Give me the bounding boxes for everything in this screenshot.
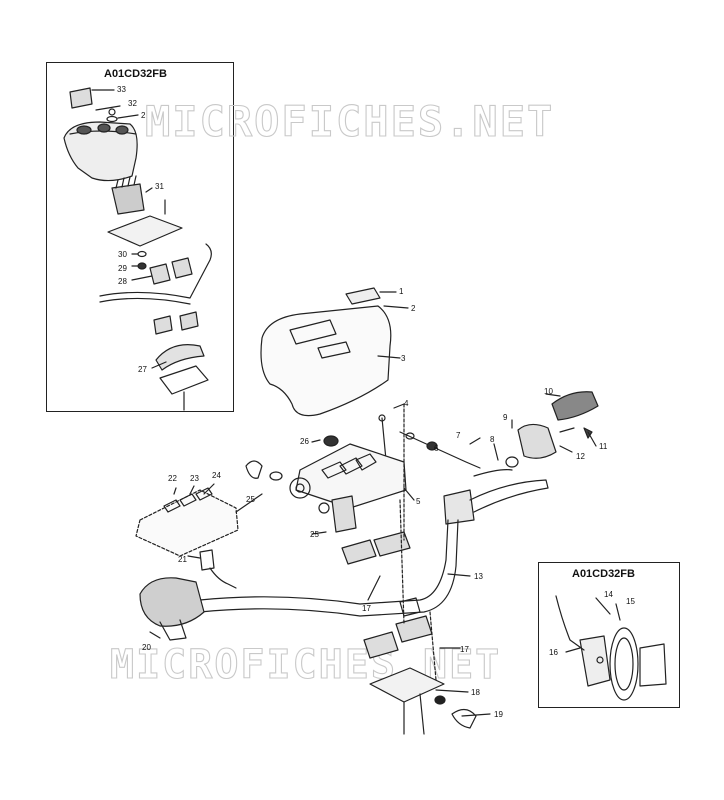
callout-15: 15: [626, 597, 635, 606]
callout-17-lower: 17: [460, 645, 469, 654]
callout-27: 27: [138, 365, 147, 374]
inset-title-right: A01CD32FB: [572, 568, 635, 580]
callout-20: 20: [142, 643, 151, 652]
callout-24: 24: [212, 471, 221, 480]
callout-31: 31: [155, 182, 164, 191]
inset-right-parts: [555, 595, 667, 701]
inset-panel-right: [538, 562, 680, 708]
callout-9: 9: [503, 413, 508, 422]
callout-21: 21: [178, 555, 187, 564]
callout-25-lower: 25: [310, 530, 319, 539]
callout-33: 33: [117, 85, 126, 94]
callout-13: 13: [474, 572, 483, 581]
callout-25-upper: 25: [246, 495, 255, 504]
callout-22: 22: [168, 474, 177, 483]
callout-26: 26: [300, 437, 309, 446]
callout-23: 23: [190, 474, 199, 483]
callout-2-inset: 2: [141, 111, 146, 120]
callout-19: 19: [494, 710, 503, 719]
callout-12: 12: [576, 452, 585, 461]
callout-7: 7: [456, 431, 461, 440]
callout-6: 6: [434, 444, 439, 453]
callout-18: 18: [471, 688, 480, 697]
callout-28: 28: [118, 277, 127, 286]
callout-14: 14: [604, 590, 613, 599]
callout-8: 8: [490, 435, 495, 444]
callout-3: 3: [401, 354, 406, 363]
callout-16: 16: [549, 648, 558, 657]
callout-17-upper: 17: [362, 604, 371, 613]
watermark-bottom: MICROFICHES.NET: [110, 642, 501, 688]
callout-1: 1: [399, 287, 404, 296]
callout-5: 5: [416, 497, 421, 506]
inset-title-left: A01CD32FB: [104, 68, 167, 80]
callout-11: 11: [599, 442, 608, 451]
leader-lines: [149, 291, 621, 717]
callout-30: 30: [118, 250, 127, 259]
callout-10: 10: [544, 387, 553, 396]
callout-4: 4: [404, 399, 409, 408]
callout-29: 29: [118, 264, 127, 273]
main-parts: [135, 287, 599, 735]
callout-2: 2: [411, 304, 416, 313]
callout-32: 32: [128, 99, 137, 108]
watermark-top: MICROFICHES.NET: [145, 97, 554, 146]
inset-left-parts: [63, 87, 212, 411]
